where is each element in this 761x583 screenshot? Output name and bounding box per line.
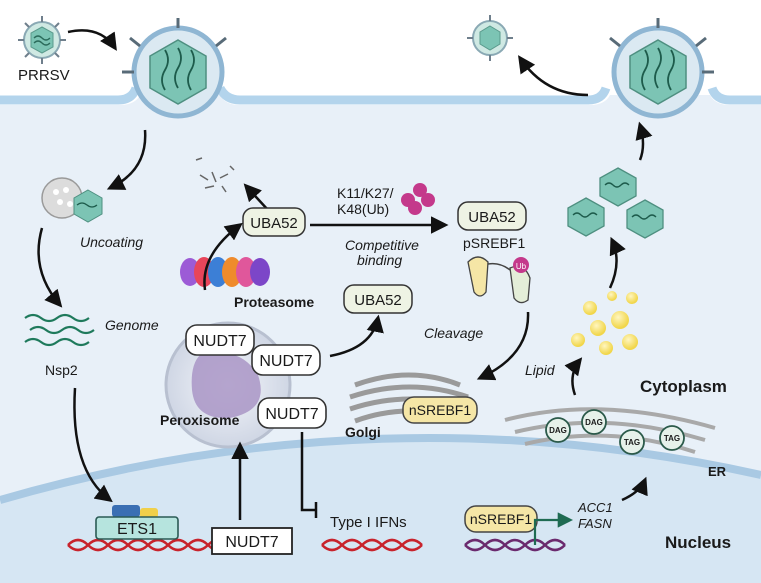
nudt7-label-c: NUDT7 (265, 406, 318, 423)
uba52-mid-box (343, 284, 413, 314)
arrow-cleavage-to-golgi (476, 311, 530, 381)
dag-label-2: DAG (585, 418, 603, 427)
genome-label: Genome (105, 317, 159, 333)
cell-membrane (0, 85, 761, 105)
viral-genome (24, 313, 95, 347)
budding-virus (609, 18, 714, 119)
uncoating-vesicle (41, 177, 103, 223)
type1-ifns-label: Type I IFNs (330, 514, 407, 531)
arrow-proteasome-to-uba52 (203, 222, 243, 291)
arrow-to-ets1 (73, 387, 113, 503)
nucleus-label: Nucleus (665, 533, 731, 552)
tag-label-1: TAG (624, 438, 640, 447)
er-label: ER (708, 464, 727, 479)
uba52-right-label: UBA52 (468, 209, 516, 226)
golgi-label: Golgi (345, 424, 381, 440)
ub-chain (401, 183, 435, 215)
uba52-mid-label: UBA52 (354, 292, 402, 309)
proteasome-label: Proteasome (234, 294, 314, 310)
uba52-top-label: UBA52 (250, 215, 298, 232)
ub-label: Ub (516, 262, 527, 271)
arrow-assembly-to-budding (635, 121, 653, 161)
dna-ifn (321, 538, 423, 552)
nuclear-envelope (0, 433, 761, 504)
capsid-genomes (572, 182, 657, 220)
lipid-droplets (571, 291, 638, 355)
nsrebf1-golgi-label: nSREBF1 (409, 402, 471, 418)
lipid-label: Lipid (525, 362, 556, 378)
nsp2-label: Nsp2 (45, 362, 78, 378)
nudt7-gene-label: NUDT7 (225, 534, 278, 551)
ets1-complex (95, 505, 179, 540)
nudt7-label-a: NUDT7 (193, 333, 246, 350)
cleavage-label: Cleavage (424, 325, 483, 341)
prrsv-virion (18, 16, 66, 64)
ets1-label: ETS1 (117, 521, 157, 538)
nudt7-label-b: NUDT7 (259, 353, 312, 370)
ub-linkage-line1: K11/K27/ (337, 185, 394, 201)
lipid-droplets-er (545, 409, 685, 455)
nsrebf1-nucleus-label: nSREBF1 (470, 511, 532, 527)
ub-linkage-line2: K48(Ub) (337, 201, 389, 217)
entry-arrow (67, 29, 117, 51)
competitive-line1: Competitive (345, 237, 419, 253)
uba52-right-box (457, 201, 527, 231)
inhibition-line (300, 432, 316, 512)
arrow-genes-to-er (621, 476, 648, 502)
arrow-er-to-lipid (564, 357, 583, 396)
psrebf1-protein (467, 256, 531, 304)
competitive-line2: binding (357, 252, 402, 268)
nudt7-gene-box (211, 527, 293, 555)
released-virus (467, 15, 513, 61)
uba52-top-box (242, 207, 306, 237)
arrow-to-degradation (243, 183, 269, 211)
fasn-label: FASN (578, 516, 612, 531)
dna-srebf1 (464, 538, 566, 552)
prrsv-label: PRRSV (18, 67, 70, 84)
arrow-nudt7-to-uba52 (329, 314, 384, 358)
nudt7-box-a (185, 324, 255, 356)
dag-label-1: DAG (549, 426, 567, 435)
proteasome (180, 257, 270, 287)
degraded-fragments (195, 157, 235, 193)
peroxisome-label: Peroxisome (160, 412, 240, 428)
tag-label-2: TAG (664, 434, 680, 443)
entering-virus (122, 18, 227, 119)
uncoating-label: Uncoating (80, 234, 143, 250)
arrow-to-genome (37, 227, 63, 308)
acc1-label: ACC1 (577, 500, 613, 515)
release-arrow (518, 55, 589, 97)
cytoplasm-label: Cytoplasm (640, 377, 727, 396)
arrow-lipid-to-assembly (608, 236, 626, 289)
nudt7-box-b (251, 344, 321, 376)
arrow-to-uncoating (106, 129, 147, 190)
transcription-arrow (533, 512, 574, 545)
nudt7-box-c (257, 397, 327, 429)
nsrebf1-golgi-box (402, 396, 478, 424)
psrebf1-label: pSREBF1 (463, 235, 525, 251)
